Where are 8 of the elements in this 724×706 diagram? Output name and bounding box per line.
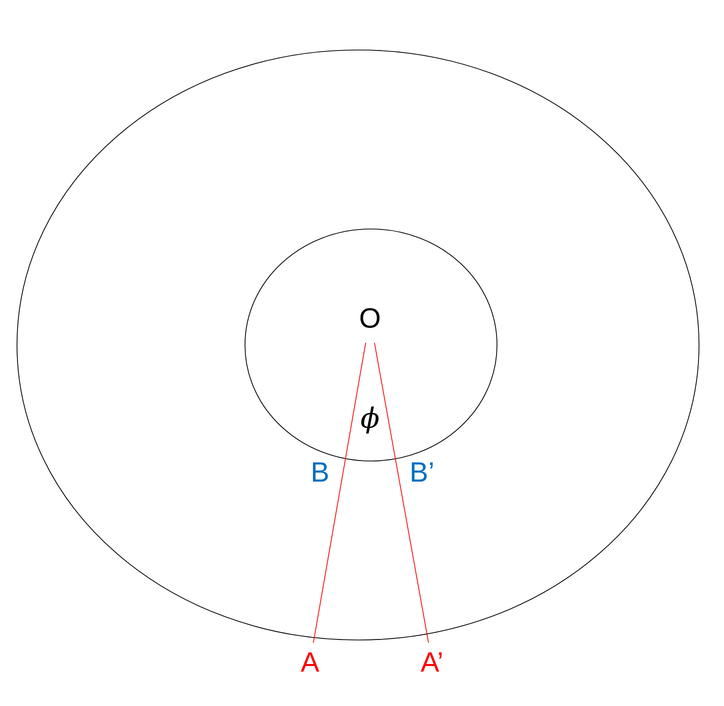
point-label: B’: [412, 462, 433, 482]
point-label: ϕ: [361, 406, 379, 434]
point-label: A’: [420, 652, 442, 672]
line-segment: [312, 342, 366, 644]
line-segment: [374, 342, 429, 644]
point-label: B: [312, 462, 328, 482]
point-label: O: [360, 308, 380, 328]
point-label: A: [300, 652, 320, 672]
